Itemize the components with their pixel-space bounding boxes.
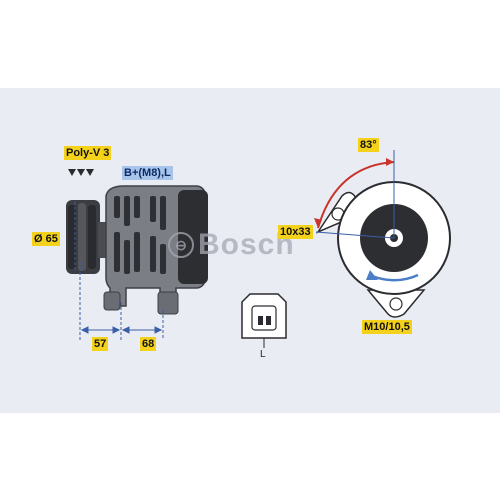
shaft <box>98 222 108 258</box>
plug-pin-1 <box>258 316 263 325</box>
watermark-text: Bosch <box>198 228 295 261</box>
plug-pin-2 <box>266 316 271 325</box>
plug-pin-label: L <box>260 349 266 360</box>
poly-v-groove-icon <box>68 169 94 176</box>
terminal-label: B+(M8),L <box>122 166 173 180</box>
bosch-logo-icon: ⊖ <box>168 232 194 258</box>
connector-plug <box>241 293 287 348</box>
vent-slots <box>114 196 166 274</box>
alternator-side-view <box>66 185 208 315</box>
brand-watermark: ⊖ Bosch <box>168 228 295 262</box>
dimension-68-label: 68 <box>140 337 157 351</box>
poly-v-label: Poly-V 3 <box>64 146 112 160</box>
alternator-front-view <box>314 150 451 318</box>
rotation-arrow <box>371 273 419 282</box>
diameter-label: Ø 65 <box>32 232 60 246</box>
mount-hole-bottom <box>389 297 403 311</box>
mount-ear-front <box>103 291 121 311</box>
pulley <box>66 200 100 274</box>
angle-arc <box>317 161 395 229</box>
rear-cover <box>178 190 208 284</box>
mount-ear-rear <box>157 291 179 315</box>
thread-label: M10/10,5 <box>362 320 412 334</box>
dimension-57-label: 57 <box>92 337 109 351</box>
dimension-lines <box>74 202 164 340</box>
bolt-hole-label: 10x33 <box>278 225 313 239</box>
angle-label: 83° <box>358 138 379 152</box>
